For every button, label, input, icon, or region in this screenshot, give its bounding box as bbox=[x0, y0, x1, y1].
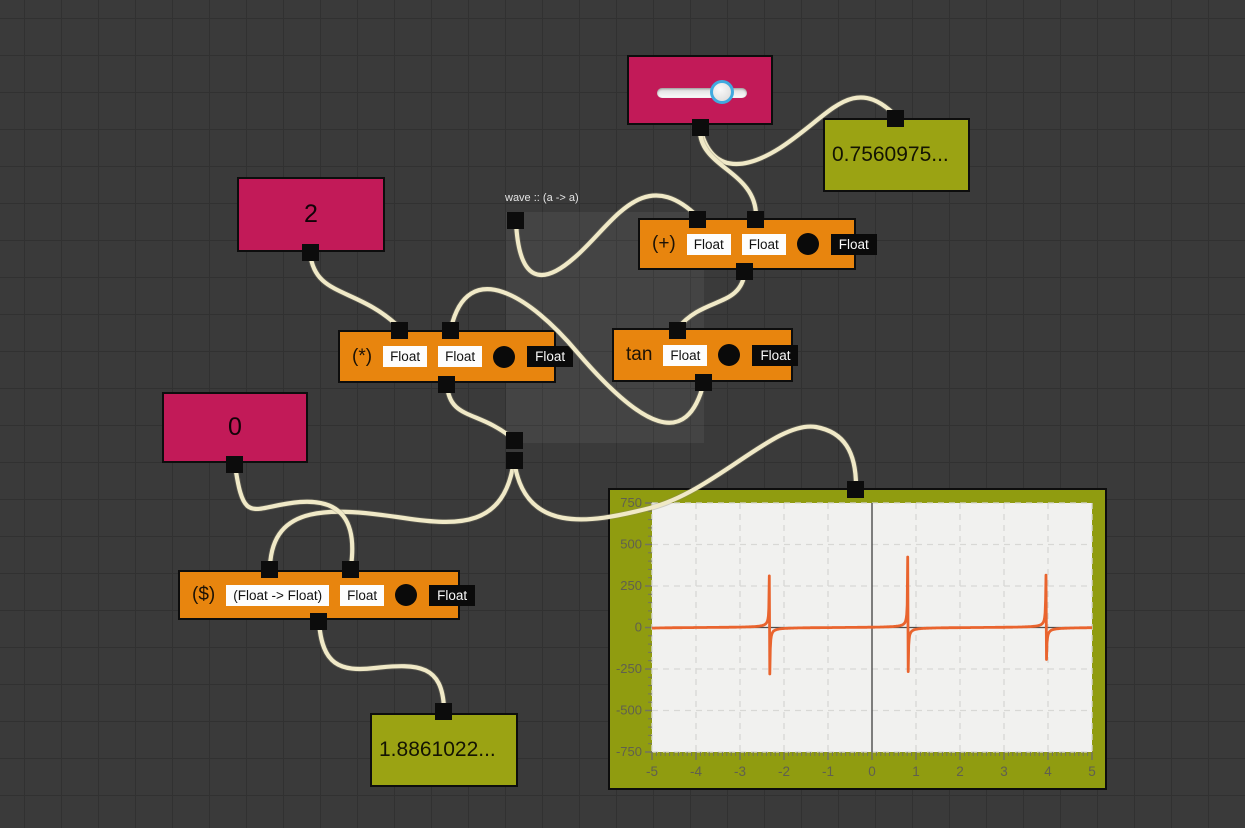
op-label: ($) bbox=[192, 584, 216, 605]
wire-shadow-slider-to-plus2 bbox=[696, 126, 760, 218]
display-value: 1.8861022... bbox=[379, 738, 496, 761]
wire-shadow-apply-to-display bbox=[316, 621, 447, 709]
output-dot-icon bbox=[395, 584, 418, 606]
tan-plot: 750 500 250 0 -250 -500 -750 -5 -4 -3 -2 -1 0 1 2 3 4 5 bbox=[616, 495, 1096, 779]
port-plus-out[interactable] bbox=[736, 263, 753, 280]
port-mul-in2[interactable] bbox=[442, 322, 459, 339]
op-label: (+) bbox=[652, 233, 676, 254]
op-label: (*) bbox=[352, 345, 373, 367]
port-apply-in1[interactable] bbox=[261, 561, 278, 578]
port-apply-out[interactable] bbox=[310, 613, 327, 630]
wave-node-type-label: wave :: (a -> a) bbox=[505, 192, 579, 204]
wire-shadow-mul-to-waveresult bbox=[444, 383, 514, 441]
y-tick-label: -250 bbox=[616, 661, 642, 676]
display-value: 0.7560975... bbox=[832, 143, 949, 166]
port-wave-result[interactable] bbox=[506, 432, 523, 449]
y-tick-label: 500 bbox=[620, 537, 642, 552]
y-tick-label: 0 bbox=[635, 620, 642, 635]
wire-shadow-const2-to-mul1 bbox=[307, 251, 403, 331]
output-dot-icon bbox=[796, 233, 819, 255]
wire-slider-to-plus2 bbox=[697, 124, 759, 220]
slider-track[interactable] bbox=[657, 80, 747, 104]
constant-value: 0 bbox=[228, 413, 242, 441]
input-type-chip[interactable]: Float bbox=[686, 233, 731, 255]
x-tick-label: -3 bbox=[734, 764, 746, 779]
input-type-chip[interactable]: Float bbox=[383, 346, 428, 367]
output-type-chip[interactable]: Float bbox=[527, 346, 574, 367]
constant-node-0[interactable]: 0 bbox=[162, 392, 308, 463]
port-const0-out[interactable] bbox=[226, 456, 243, 473]
port-plus-in1[interactable] bbox=[689, 211, 706, 228]
wire-const0-to-apply2 bbox=[232, 462, 355, 569]
x-tick-label: -1 bbox=[822, 764, 834, 779]
port-display-result-in[interactable] bbox=[435, 703, 452, 720]
input-type-chip[interactable]: Float bbox=[741, 233, 786, 255]
port-display-slider-in[interactable] bbox=[887, 110, 904, 127]
port-wave-out[interactable] bbox=[506, 452, 523, 469]
x-tick-label: 3 bbox=[1000, 764, 1008, 779]
wire-const2-to-mul1 bbox=[307, 249, 403, 331]
port-tan-in[interactable] bbox=[669, 322, 686, 339]
x-tick-label: 5 bbox=[1088, 764, 1096, 779]
x-tick-label: 4 bbox=[1044, 764, 1052, 779]
port-const2-out[interactable] bbox=[302, 244, 319, 261]
x-tick-label: -2 bbox=[778, 764, 790, 779]
value-display-node-result[interactable]: 1.8861022... bbox=[370, 713, 518, 787]
port-apply-in2[interactable] bbox=[342, 561, 359, 578]
slider-thumb[interactable] bbox=[709, 80, 734, 104]
port-tan-out[interactable] bbox=[695, 374, 712, 391]
x-tick-label: 2 bbox=[956, 764, 964, 779]
wire-mul-to-waveresult bbox=[444, 381, 515, 441]
port-chart-in[interactable] bbox=[847, 481, 864, 498]
x-tick-label: -4 bbox=[690, 764, 702, 779]
output-dot-icon bbox=[718, 344, 741, 366]
input-type-chip[interactable]: Float bbox=[340, 584, 385, 606]
port-mul-in1[interactable] bbox=[391, 322, 408, 339]
constant-value: 2 bbox=[304, 200, 318, 228]
op-label: tan bbox=[626, 344, 653, 365]
wire-waveout-to-apply1 bbox=[267, 457, 517, 569]
slider-node[interactable] bbox=[627, 55, 773, 125]
input-type-chip[interactable]: Float bbox=[663, 344, 708, 366]
tan-curve bbox=[651, 555, 1093, 676]
port-slider-out[interactable] bbox=[692, 119, 709, 136]
plot-display-node[interactable]: 750 500 250 0 -250 -500 -750 -5 -4 -3 -2 -1 0 1 2 3 4 5 bbox=[608, 488, 1107, 790]
output-type-chip[interactable]: Float bbox=[752, 344, 799, 366]
output-type-chip[interactable]: Float bbox=[429, 584, 476, 606]
port-mul-out[interactable] bbox=[438, 376, 455, 393]
y-tick-label: -750 bbox=[616, 744, 642, 759]
output-dot-icon bbox=[493, 345, 516, 368]
x-tick-label: 1 bbox=[912, 764, 920, 779]
input-type-chip[interactable]: Float bbox=[438, 346, 483, 367]
output-type-chip[interactable]: Float bbox=[830, 233, 877, 255]
wire-apply-to-display bbox=[316, 619, 447, 711]
port-wave-arg[interactable] bbox=[507, 212, 524, 229]
y-tick-label: 250 bbox=[620, 578, 642, 593]
wire-shadow-waveout-to-apply1 bbox=[267, 459, 517, 567]
input-type-chip[interactable]: (Float -> Float) bbox=[226, 584, 330, 606]
x-tick-label: -5 bbox=[646, 764, 658, 779]
x-tick-label: 0 bbox=[868, 764, 876, 779]
port-plus-in2[interactable] bbox=[747, 211, 764, 228]
y-tick-label: -500 bbox=[616, 703, 642, 718]
constant-node-2[interactable]: 2 bbox=[237, 177, 385, 252]
wire-shadow-const0-to-apply2 bbox=[232, 464, 356, 567]
y-tick-label: 750 bbox=[620, 495, 642, 510]
value-display-node-slider[interactable]: 0.7560975... bbox=[823, 118, 970, 192]
apply-function-node[interactable]: ($) (Float -> Float) Float Float bbox=[178, 570, 476, 620]
